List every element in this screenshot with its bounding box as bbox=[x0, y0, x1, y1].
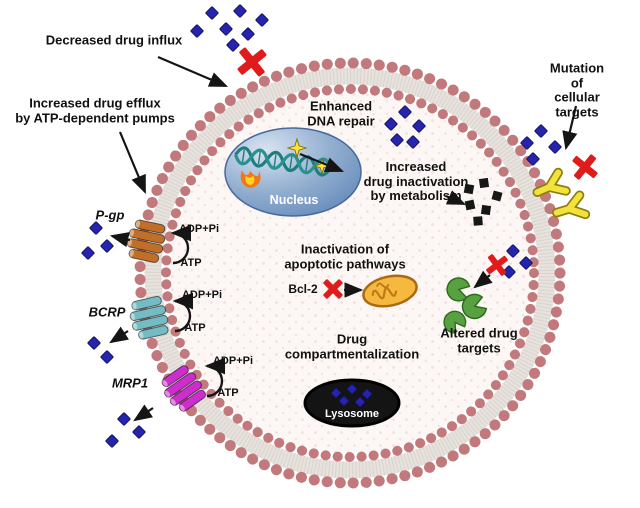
drug-cluster-influx bbox=[190, 4, 269, 52]
label-bcrp-adp: ADP+Pi bbox=[181, 288, 223, 301]
label-mrp1-atp: ATP bbox=[217, 386, 239, 399]
lysosome-icon bbox=[303, 378, 401, 428]
label-mrp1-adp: ADP+Pi bbox=[212, 354, 254, 367]
label-dna-repair: Enhanced DNA repair bbox=[307, 98, 375, 128]
label-increased-efflux: Increased drug efflux by ATP-dependent p… bbox=[15, 95, 175, 125]
pgp-out-arrow bbox=[109, 232, 131, 248]
label-bcl2: Bcl-2 bbox=[288, 282, 318, 297]
label-mrp1: MRP1 bbox=[111, 375, 149, 391]
label-mutation-targets: Mutation of cellular targets bbox=[549, 60, 605, 120]
atp-cycle-arrows bbox=[170, 224, 226, 398]
influx-arrow bbox=[157, 55, 229, 88]
dna-repair-arrow bbox=[299, 152, 345, 173]
bcrp-out-arrow bbox=[109, 326, 130, 344]
label-compartmentalization: Drug compartmentalization bbox=[284, 331, 420, 361]
blocked-receptor-x-icon bbox=[571, 153, 599, 181]
efflux-arrow bbox=[118, 131, 147, 195]
label-apoptosis: Inactivation of apoptotic pathways bbox=[284, 241, 406, 271]
metabolism-arrow bbox=[445, 190, 467, 206]
blocked-influx-x-icon bbox=[236, 46, 268, 78]
damage-flame-icon bbox=[240, 170, 261, 188]
drug-cluster-bcrp-effluxed bbox=[87, 336, 114, 364]
label-pgp-adp: ADP+Pi bbox=[178, 222, 220, 235]
drug-cluster-pgp-effluxed bbox=[81, 221, 114, 260]
label-bcrp: BCRP bbox=[88, 304, 126, 320]
mutated-receptor-icon bbox=[554, 195, 586, 222]
label-bcrp-atp: ATP bbox=[184, 321, 206, 334]
label-decreased-influx: Decreased drug influx bbox=[45, 32, 183, 48]
mutation-arrow bbox=[562, 105, 578, 151]
mitochondrion-icon bbox=[362, 274, 418, 308]
label-lysosome: Lysosome bbox=[324, 407, 380, 420]
label-altered-targets: Altered drug targets bbox=[440, 325, 518, 355]
flow-arrows bbox=[109, 55, 578, 422]
label-pgp-atp: ATP bbox=[180, 256, 202, 269]
mrp1-out-arrow bbox=[133, 404, 154, 422]
label-nucleus: Nucleus bbox=[269, 192, 319, 207]
drug-cluster-mutation bbox=[520, 124, 562, 166]
label-metabolism: Increased drug inactivation by metabolis… bbox=[363, 158, 469, 204]
altered-target-arrow bbox=[473, 270, 493, 289]
label-pgp: P-gp bbox=[95, 207, 125, 223]
nucleus bbox=[224, 127, 362, 217]
cell-membrane bbox=[134, 57, 566, 489]
